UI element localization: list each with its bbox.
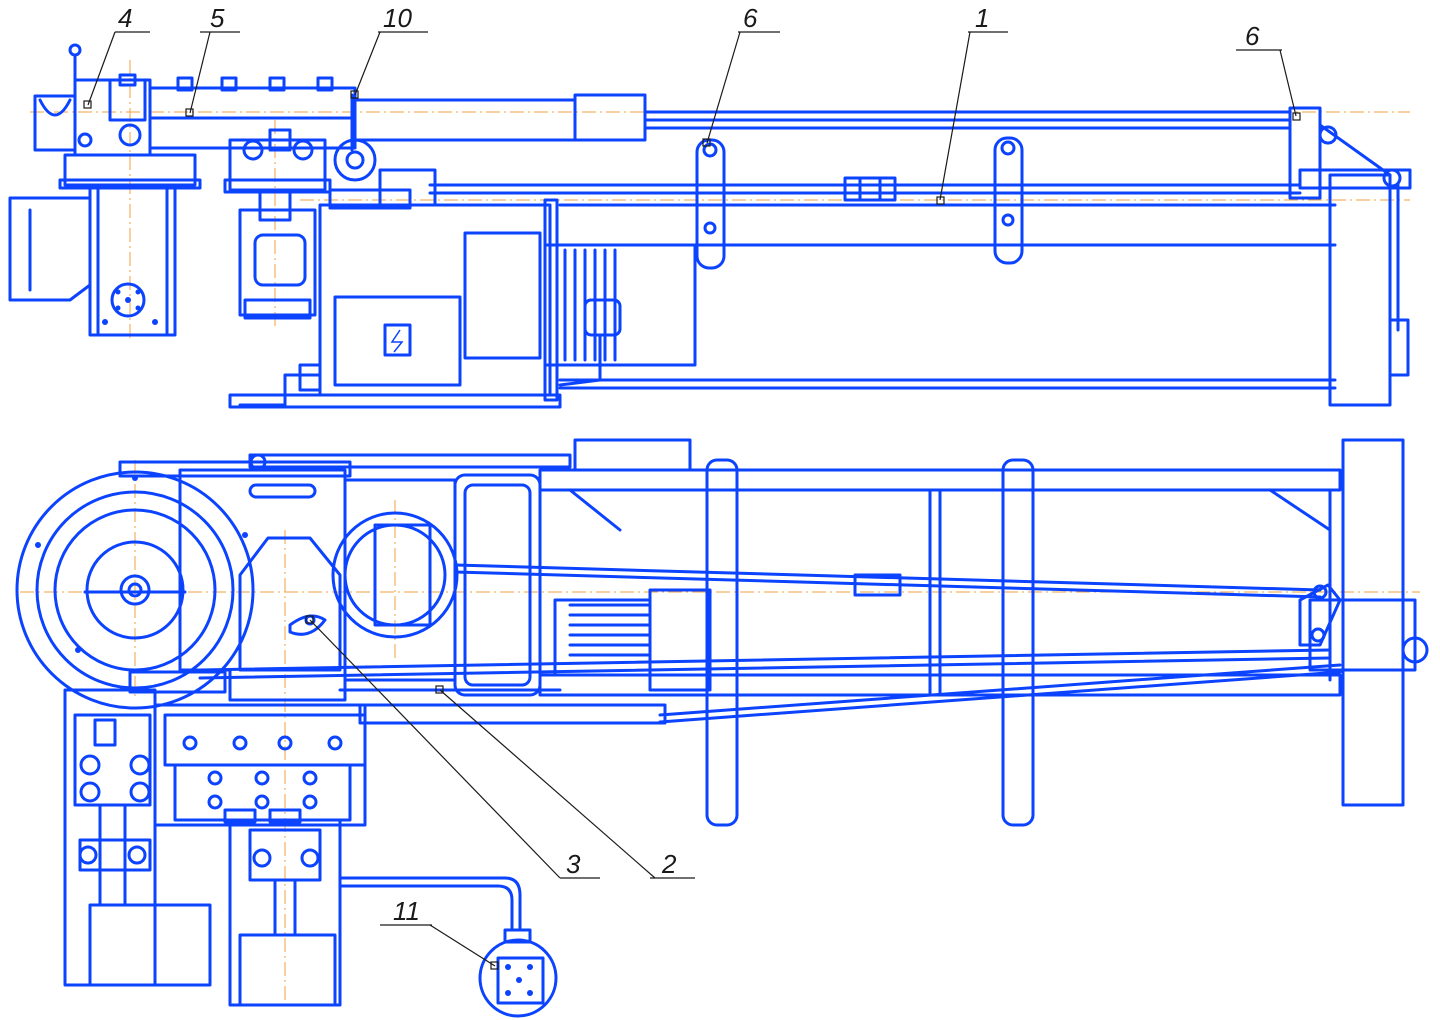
end-column xyxy=(1328,173,1392,407)
callout-label-10: 10 xyxy=(383,3,412,33)
callout-1: 1 xyxy=(936,3,1008,205)
pendant-cable xyxy=(338,876,522,932)
turnbuckle-lower xyxy=(853,573,902,597)
clamp-carriage xyxy=(63,688,157,987)
callout-5: 5 xyxy=(185,3,240,117)
callout-10: 10 xyxy=(350,3,428,99)
callout-label-5: 5 xyxy=(210,3,225,33)
callout-label-4: 4 xyxy=(118,3,132,33)
callout-label-3: 3 xyxy=(566,849,581,879)
top-view xyxy=(8,43,1412,409)
bending-disc xyxy=(15,470,255,710)
callout-9: 6 xyxy=(702,3,780,147)
end-column-lower xyxy=(1341,438,1405,807)
end-bracket xyxy=(1288,106,1322,200)
die-column xyxy=(88,183,177,337)
callout-4: 4 xyxy=(83,3,150,109)
callout-label-6: 6 xyxy=(1245,21,1260,51)
turnbuckle xyxy=(843,176,897,202)
support-arm xyxy=(993,136,1024,265)
callout-label-9: 6 xyxy=(743,3,758,33)
control-pendant xyxy=(478,938,558,1018)
callout-label-2: 2 xyxy=(661,849,677,879)
callout-6: 6 xyxy=(1236,21,1301,121)
callout-label-11: 11 xyxy=(393,896,420,926)
mandrel-housing xyxy=(238,536,342,672)
callout-11: 11 xyxy=(380,896,499,970)
leg xyxy=(705,458,739,827)
motor-flange xyxy=(343,478,457,682)
callout-2: 2 xyxy=(435,685,695,879)
hydraulic-cylinder xyxy=(353,98,577,142)
die-block xyxy=(73,78,152,157)
callouts: 4 5 10 6 1 xyxy=(83,3,1301,970)
pump-motor xyxy=(238,208,317,317)
leg xyxy=(1001,458,1035,827)
callout-label-1: 1 xyxy=(975,3,989,33)
bottom-view xyxy=(15,438,1429,1018)
callout-3: 3 xyxy=(305,615,600,879)
gearbox-housing xyxy=(8,196,92,302)
